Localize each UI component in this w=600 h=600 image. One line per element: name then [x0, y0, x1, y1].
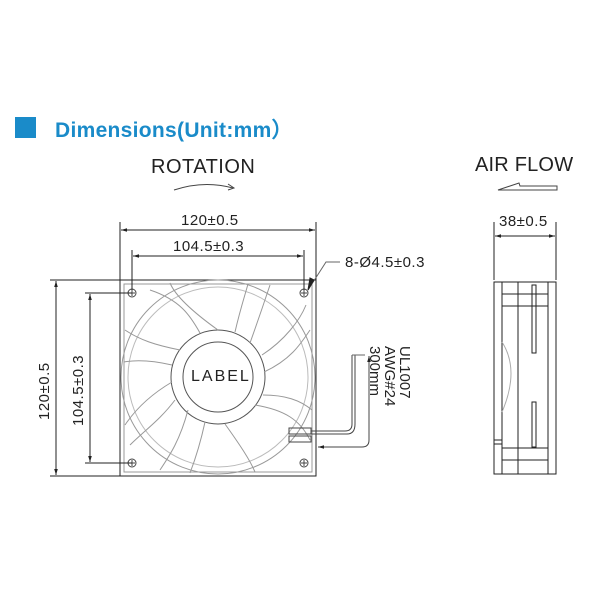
dimension-lines: [50, 222, 340, 477]
rotation-label: ROTATION: [151, 156, 256, 178]
wire-spec-line: UL1007: [396, 346, 413, 399]
rotation-arrow-icon: [173, 183, 236, 191]
fan-side-view: [493, 222, 557, 475]
airflow-label: AIR FLOW: [475, 154, 574, 176]
section-marker-icon: [15, 117, 36, 138]
fan-frame-front: [119, 279, 317, 477]
hole-callout: 8-Ø4.5±0.3: [345, 254, 425, 271]
dim-width-outer: 120±0.5: [181, 212, 239, 229]
wire-spec-line: AWG#24: [381, 346, 398, 407]
hub-label: LABEL: [191, 368, 251, 385]
wire-spec-line: 300mm: [366, 346, 383, 397]
airflow-arrow-icon: [497, 182, 558, 191]
dim-height-holes: 104.5±0.3: [70, 354, 87, 426]
section-title: Dimensions(Unit:mm）: [55, 119, 293, 142]
dim-depth: 38±0.5: [499, 213, 548, 230]
wire-spec: UL1007 AWG#24 300mm: [366, 346, 413, 407]
wire-lead: [288, 354, 371, 449]
dim-height-outer: 120±0.5: [36, 362, 53, 420]
dim-width-holes: 104.5±0.3: [173, 238, 245, 255]
